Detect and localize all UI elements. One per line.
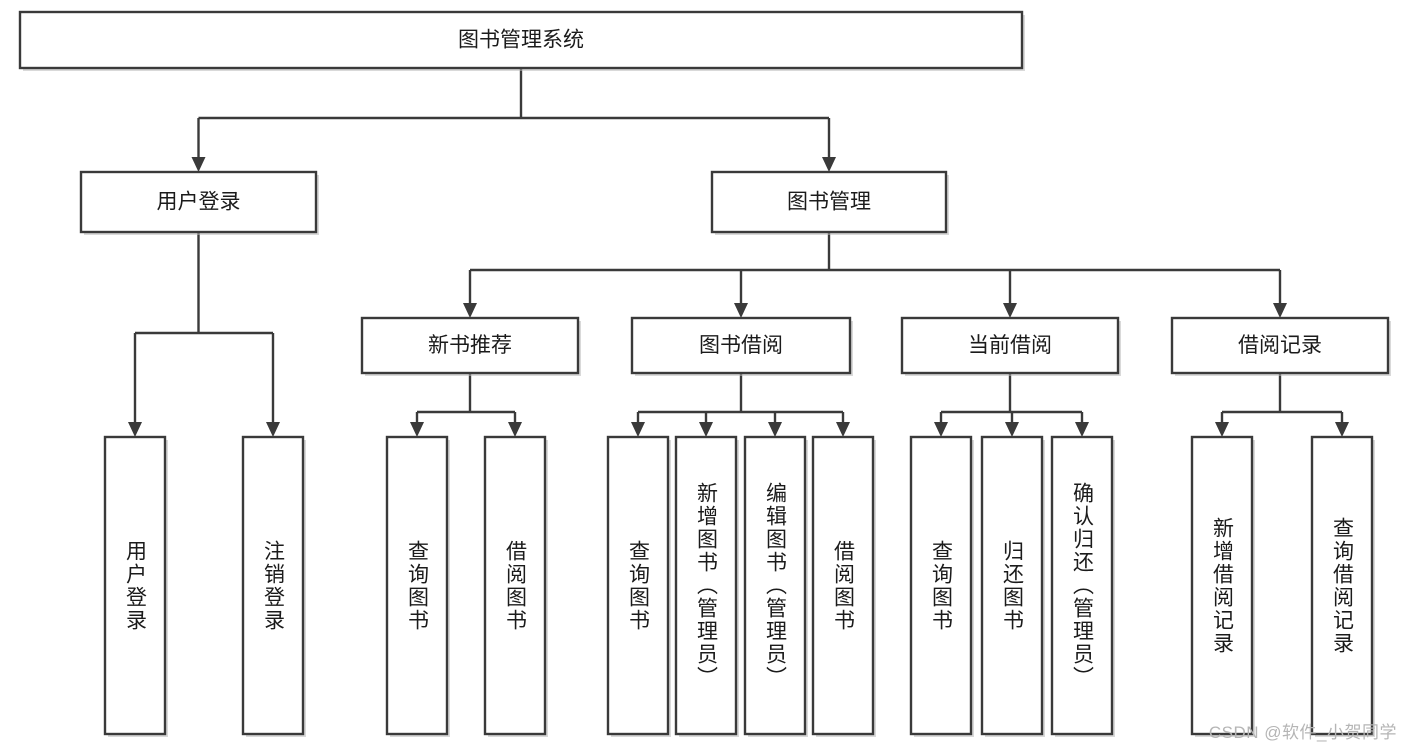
node-level3-0[interactable]: [360, 316, 580, 375]
level3-0-branch-arrow-1: [508, 422, 522, 437]
book-manage-branch-arrow-2: [1003, 303, 1017, 318]
user-login-branch-arrow-1: [266, 422, 280, 437]
node-level3-2[interactable]: [900, 316, 1120, 375]
book-manage-branch-arrow-0: [463, 303, 477, 318]
book-manage-branch-arrow-3: [1273, 303, 1287, 318]
node-level3-1-label: 图书借阅: [699, 334, 783, 357]
level3-2-branch-arrow-2: [1075, 422, 1089, 437]
node-leaf-7[interactable]: [811, 435, 875, 736]
node-level3-3-label: 借阅记录: [1238, 334, 1322, 357]
level3-3-branch-arrow-1: [1335, 422, 1349, 437]
level3-3-branch-arrow-0: [1215, 422, 1229, 437]
node-leaf-10[interactable]: [1050, 435, 1114, 736]
node-leaf-5[interactable]: [674, 435, 738, 736]
node-leaf-3[interactable]: [483, 435, 547, 736]
node-level2-1[interactable]: [710, 170, 948, 234]
node-level3-3[interactable]: [1170, 316, 1390, 375]
node-leaf-9[interactable]: [980, 435, 1044, 736]
node-leaf-6[interactable]: [743, 435, 807, 736]
connector-layer: [128, 68, 1349, 437]
level3-1-branch-arrow-0: [631, 422, 645, 437]
node-level2-0[interactable]: [79, 170, 318, 234]
node-leaf-8[interactable]: [909, 435, 973, 736]
watermark-text: CSDN @软件_小贺同学: [1208, 723, 1397, 742]
level3-1-branch-arrow-3: [836, 422, 850, 437]
level3-1-branch-arrow-2: [768, 422, 782, 437]
node-level3-2-label: 当前借阅: [968, 334, 1052, 357]
node-leaf-1[interactable]: [241, 435, 305, 736]
node-root[interactable]: [18, 10, 1024, 70]
level3-2-branch-arrow-1: [1005, 422, 1019, 437]
level3-1-branch-arrow-1: [699, 422, 713, 437]
root-branch-arrow-1: [822, 157, 836, 172]
node-level2-0-label: 用户登录: [157, 191, 241, 214]
node-leaf-4[interactable]: [606, 435, 670, 736]
node-root-label: 图书管理系统: [458, 29, 584, 52]
level3-0-branch-arrow-0: [410, 422, 424, 437]
node-level3-1[interactable]: [630, 316, 852, 375]
node-level2-1-label: 图书管理: [787, 191, 871, 214]
root-branch-arrow-0: [191, 157, 206, 172]
node-leaf-2[interactable]: [385, 435, 449, 736]
book-manage-branch-arrow-1: [734, 303, 748, 318]
node-leaf-12[interactable]: [1310, 435, 1374, 736]
level3-2-branch-arrow-0: [934, 422, 948, 437]
user-login-branch-arrow-0: [128, 422, 142, 437]
node-leaf-0[interactable]: [103, 435, 167, 736]
node-level3-0-label: 新书推荐: [428, 334, 512, 357]
node-leaf-11[interactable]: [1190, 435, 1254, 736]
